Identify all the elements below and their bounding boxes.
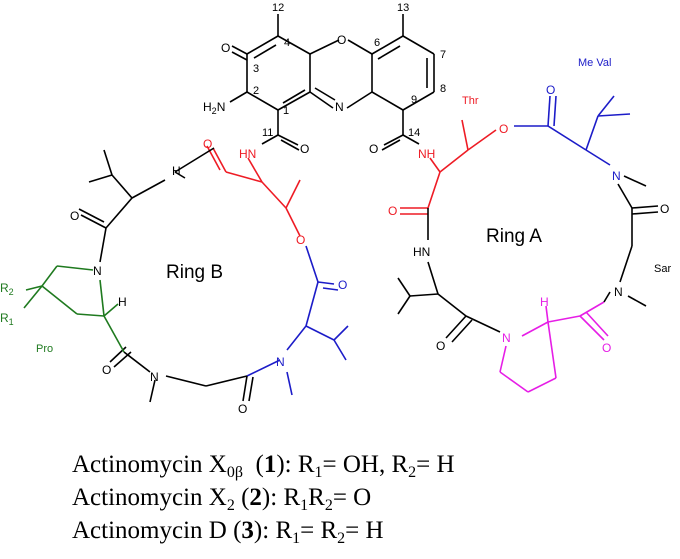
ring-a-thr — [400, 119, 497, 215]
atom-n-ring: N — [335, 100, 344, 114]
atom-h-pro-b: H — [118, 295, 127, 309]
atom-o-ester-a: O — [499, 122, 508, 136]
atom-o-val-b: O — [70, 209, 79, 223]
meval-label: Me Val — [578, 57, 611, 69]
atom-r2: R2 — [0, 281, 14, 297]
num-6: 6 — [374, 37, 380, 49]
ring-a-label: Ring A — [486, 226, 542, 247]
atom-nh-b: H — [172, 164, 181, 178]
atom-o-pro-b: O — [102, 363, 111, 377]
atom-n-pro-a: N — [502, 331, 511, 345]
atom-nh-a: NH — [418, 147, 435, 161]
num-12: 12 — [272, 2, 284, 14]
num-13: 13 — [397, 2, 409, 14]
atom-o-thr-a: O — [388, 204, 397, 218]
num-3: 3 — [253, 63, 259, 75]
atom-o-sar-b: O — [238, 402, 247, 416]
atom-hn-b: HN — [239, 147, 256, 161]
atom-n-meval-a: N — [612, 169, 621, 183]
num-4: 4 — [284, 37, 290, 49]
atom-o-meval-a: O — [546, 83, 555, 97]
atom-n-sar-b: N — [150, 370, 159, 384]
actinomycin-structure: O O N H2N O O HN NH O O O O O N O N H N … — [0, 2, 671, 416]
atom-o-pro-a: O — [602, 341, 611, 355]
caption-line-3: Actinomycin D (3): R1= R2= H — [72, 517, 384, 547]
num-1: 1 — [283, 105, 289, 117]
ring-b-sar — [78, 147, 254, 403]
atom-o-c14: O — [369, 142, 378, 156]
ring-a-meval — [514, 95, 631, 166]
num-11: 11 — [262, 127, 273, 139]
atom-o-val-a: O — [436, 339, 445, 353]
atom-o-ester-b: O — [296, 233, 305, 247]
num-14: 14 — [408, 127, 420, 139]
atom-nh2: H2N — [203, 100, 225, 116]
atom-o-thr-b: O — [203, 137, 212, 151]
atom-n-pro-b: N — [93, 264, 102, 278]
caption-line-1: Actinomycin X0β (1): R1= OH, R2= H — [72, 451, 455, 481]
atom-o-sar-a: O — [660, 202, 669, 216]
atom-o-ring: O — [337, 33, 346, 47]
ring-b-pro — [23, 265, 125, 353]
ring-a-pro — [499, 301, 609, 393]
num-8: 8 — [440, 83, 446, 95]
ring-b-thr — [206, 145, 301, 237]
atom-n-meval-b: N — [276, 355, 285, 369]
caption-line-2: Actinomycin X2 (2): R1R2= O — [72, 484, 372, 514]
num-2: 2 — [253, 85, 259, 97]
pro-label: Pro — [36, 343, 53, 355]
atom-hn-a: HN — [413, 245, 430, 259]
atom-r1: R1 — [0, 311, 14, 327]
thr-label: Thr — [462, 95, 479, 107]
num-9: 9 — [411, 94, 417, 106]
atom-o-meval-b: O — [338, 278, 347, 292]
atom-o-c3: O — [221, 41, 230, 55]
atom-n-sar-a: N — [614, 285, 623, 299]
atom-o-c11: O — [300, 142, 309, 156]
atom-h-pro-a: H — [540, 295, 549, 309]
ring-b-label: Ring B — [166, 262, 223, 283]
phenoxazinone-chromophore — [229, 14, 435, 151]
ring-a-backbone — [397, 175, 659, 343]
num-7: 7 — [440, 49, 446, 61]
caption: Actinomycin X0β (1): R1= OH, R2= H Actin… — [72, 448, 455, 547]
ring-b-meval — [246, 245, 349, 396]
sar-label: Sar — [654, 263, 671, 275]
